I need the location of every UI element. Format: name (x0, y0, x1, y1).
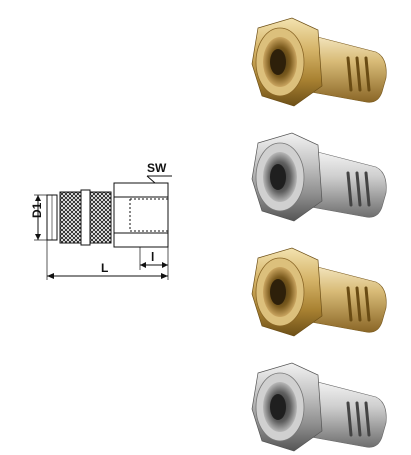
knurl-band-rear (89, 191, 112, 244)
sleeve-groove (355, 286, 362, 322)
sleeve-groove (364, 286, 371, 322)
l-total-label: L (101, 261, 108, 275)
bore-center (270, 279, 286, 305)
sleeve-groove (346, 56, 353, 92)
knurl-band-front (59, 191, 82, 244)
sleeve-groove (364, 171, 371, 207)
sleeve-groove (364, 56, 371, 92)
middle-collar (80, 189, 91, 246)
sleeve-groove (346, 401, 353, 437)
sleeve-groove (355, 171, 362, 207)
sleeve-groove (355, 401, 362, 437)
bore-center (270, 49, 286, 75)
bore-center (270, 394, 286, 420)
sleeve-groove (346, 286, 353, 322)
sleeve-groove (364, 401, 371, 437)
sleeve-groove (346, 171, 353, 207)
steel-coupling-photo-1 (251, 132, 387, 222)
brass-coupling-photo-2 (251, 247, 387, 337)
d1-label: D1 (30, 202, 44, 218)
sw-leader-line (146, 175, 156, 184)
technical-drawing (34, 175, 172, 280)
brass-coupling-photo-1 (251, 17, 387, 107)
hex-body (113, 182, 169, 248)
sleeve-groove (355, 56, 362, 92)
steel-coupling-photo-2 (251, 362, 387, 452)
l-thread-label: l (151, 250, 154, 264)
sw-label: SW (147, 161, 167, 175)
bore-center (270, 164, 286, 190)
product-photos (251, 17, 387, 452)
